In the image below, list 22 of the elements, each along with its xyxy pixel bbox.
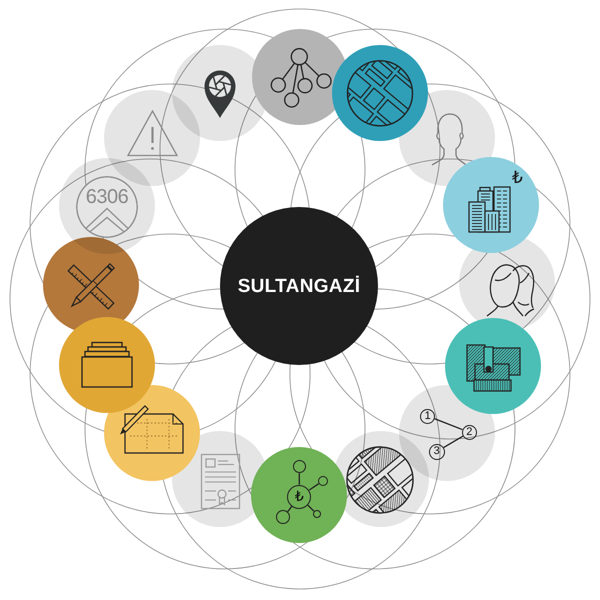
- numbered-circle: [420, 408, 436, 424]
- numbered-circle: [462, 424, 477, 440]
- district-name: SULTANGAZİ: [238, 276, 360, 296]
- connector-line: [443, 436, 464, 448]
- satellite-circle: [312, 510, 321, 518]
- step-number: 2: [466, 426, 472, 438]
- currency-sign: ₺: [512, 170, 523, 187]
- folders-icon: [59, 317, 155, 413]
- step-number: 3: [434, 446, 440, 458]
- satellite-circle: [318, 476, 328, 486]
- connector-line: [287, 506, 292, 512]
- connector-line: [307, 504, 314, 512]
- satellite-circle: [276, 510, 290, 524]
- connector-line: [298, 473, 300, 485]
- currency-circle: [287, 484, 312, 509]
- law-number: 6306: [86, 187, 128, 207]
- numbered-circle: [428, 444, 445, 460]
- connector-line: [308, 483, 319, 491]
- step-number: 1: [424, 410, 431, 422]
- satellite-circle: [292, 460, 306, 474]
- connector-line: [434, 418, 463, 430]
- currency-sign: ₺: [294, 490, 304, 504]
